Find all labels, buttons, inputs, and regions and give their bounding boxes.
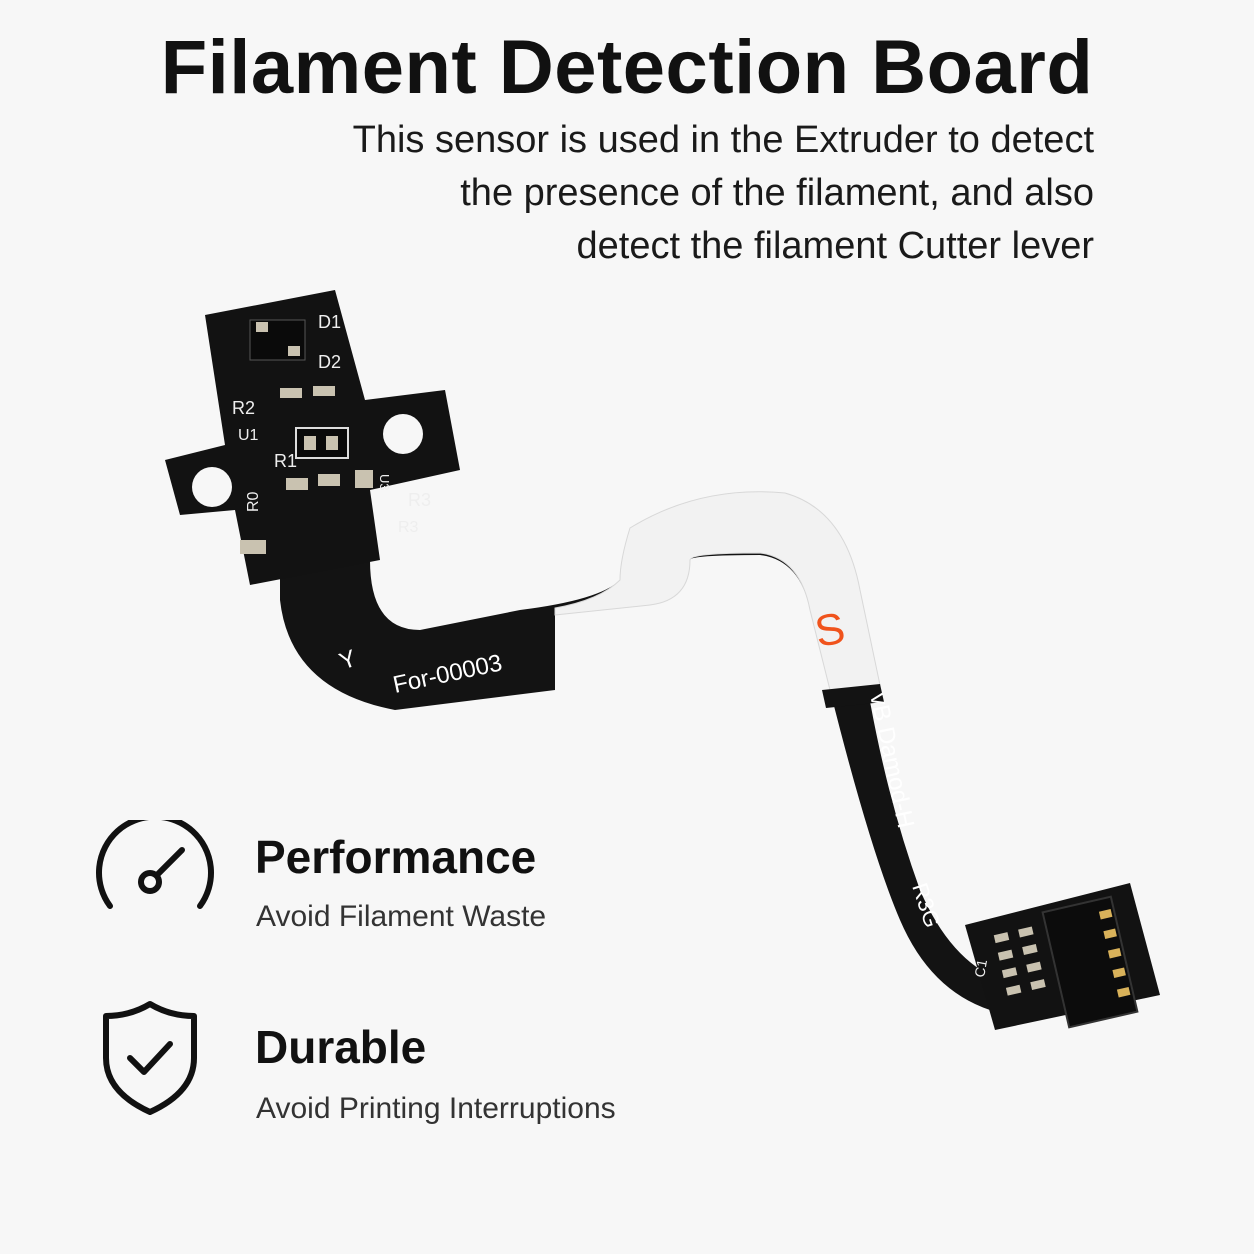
- feature-title-durable: Durable: [255, 1021, 427, 1073]
- gauge-icon: [96, 820, 214, 909]
- feature-performance: Performance Avoid Filament Waste: [90, 820, 790, 960]
- mount-hole-right: [383, 414, 423, 454]
- label-r2: R2: [232, 398, 255, 418]
- label-d1: D1: [318, 312, 341, 332]
- label-r3b: R3: [398, 519, 419, 536]
- feature-title-performance: Performance: [255, 831, 537, 883]
- feature-desc-performance: Avoid Filament Waste: [256, 900, 547, 933]
- feature-desc-durable: Avoid Printing Interruptions: [256, 1092, 616, 1125]
- subtitle: This sensor is used in the Extruder to d…: [194, 114, 1094, 273]
- subtitle-line-3: detect the filament Cutter lever: [576, 225, 1094, 267]
- label-c1: C1: [971, 958, 990, 979]
- label-u3: U3: [377, 474, 392, 491]
- cable-white-section: [554, 491, 881, 691]
- feature-durable: Durable Avoid Printing Interruptions: [90, 1000, 790, 1140]
- label-r3: R3: [408, 490, 431, 510]
- subtitle-line-1: This sensor is used in the Extruder to d…: [352, 119, 1094, 161]
- shield-check-icon: [103, 1001, 197, 1115]
- mount-hole-left: [192, 467, 232, 507]
- label-u1: U1: [238, 427, 259, 444]
- subtitle-line-2: the presence of the filament, and also: [460, 172, 1094, 214]
- label-r1: R1: [274, 451, 297, 471]
- page-title: Filament Detection Board: [160, 25, 1094, 110]
- label-r0: R0: [245, 491, 262, 512]
- label-d2: D2: [318, 352, 341, 372]
